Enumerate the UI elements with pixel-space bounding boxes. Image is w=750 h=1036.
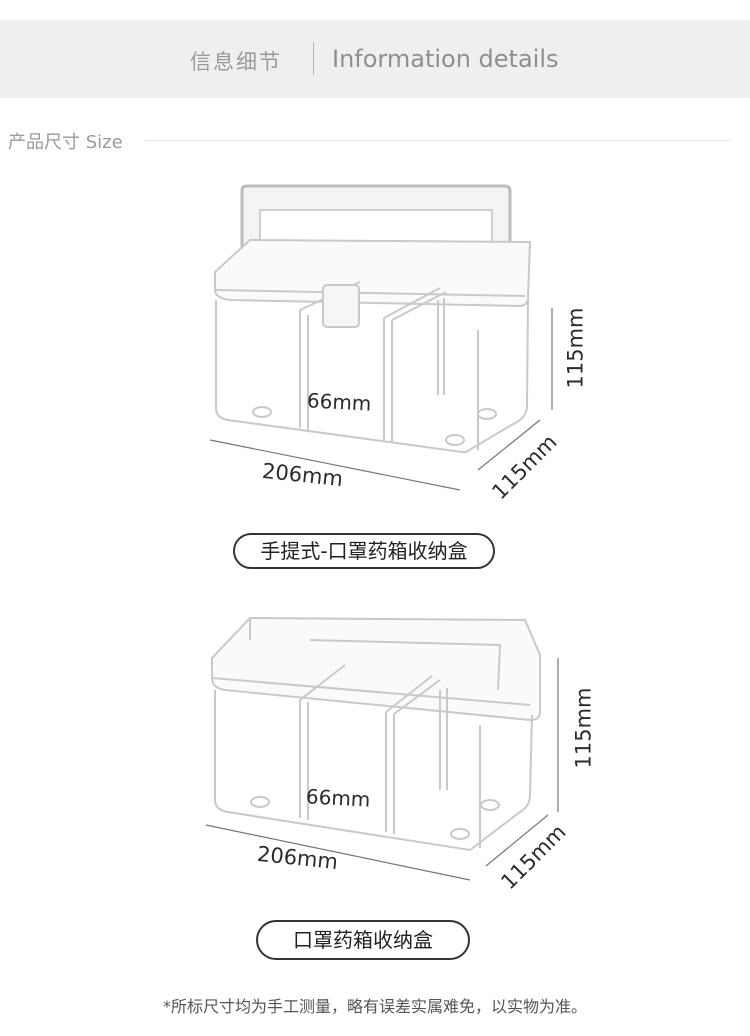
- product-1-height-label: 115mm: [563, 307, 588, 389]
- product-2-height-label: 115mm: [571, 687, 596, 769]
- footnote: *所标尺寸均为手工测量，略有误差实属难免，以实物为准。: [162, 997, 587, 1016]
- product-image-plain-box: [205, 616, 559, 881]
- header-title-cn: 信息细节: [190, 50, 282, 74]
- section-label: 产品尺寸 Size: [8, 132, 123, 153]
- product-1-compartment-label: 66mm: [306, 388, 373, 416]
- product-2-compartment-label: 66mm: [305, 784, 372, 812]
- header-divider: [313, 42, 314, 75]
- section-divider: [145, 140, 730, 141]
- product-2-name-pill: 口罩药箱收纳盒: [256, 920, 470, 960]
- header-band: [0, 20, 750, 98]
- product-1-name-pill: 手提式-口罩药箱收纳盒: [233, 533, 495, 569]
- product-image-handled-box: [209, 184, 553, 491]
- header-title-en: Information details: [332, 45, 559, 73]
